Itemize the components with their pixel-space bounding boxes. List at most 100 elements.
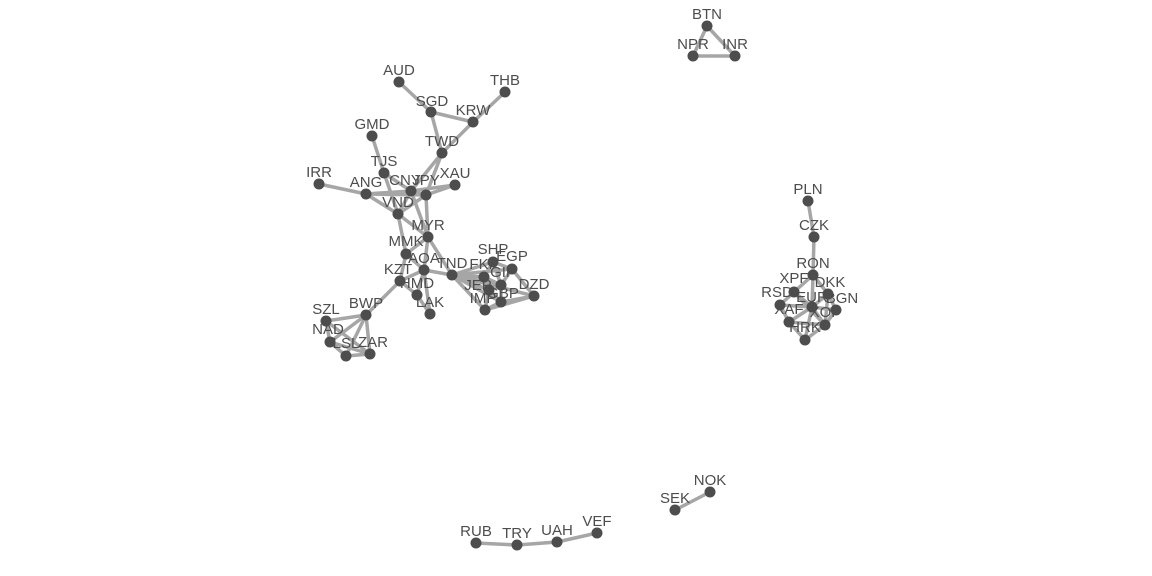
edge-bwp-szl <box>324 313 368 323</box>
node-myr <box>422 231 434 243</box>
node-nok <box>704 486 716 498</box>
node-label-kzt: KZT <box>384 261 412 278</box>
node-thb <box>499 86 511 98</box>
node-label-xof: XOF <box>810 304 841 321</box>
node-label-sgd: SGD <box>416 93 449 110</box>
node-label-twd: TWD <box>425 133 459 150</box>
node-vef <box>591 527 603 539</box>
edge-bwp-zar <box>364 313 372 356</box>
node-label-ron: RON <box>796 255 829 272</box>
node-pln <box>802 195 814 207</box>
node-label-nok: NOK <box>694 472 727 489</box>
node-hmd <box>411 289 423 301</box>
node-gip <box>495 279 507 291</box>
node-krw <box>467 116 479 128</box>
node-ron <box>807 269 819 281</box>
node-label-ang: ANG <box>350 174 383 191</box>
node-label-shp: SHP <box>478 241 509 258</box>
edge-vnd-jpy <box>396 193 428 216</box>
node-irr <box>313 178 325 190</box>
edge-btn-inr <box>705 24 737 58</box>
edge-cny-xau <box>409 183 457 193</box>
node-label-tjs: TJS <box>371 153 398 170</box>
node-label-aoa: AOA <box>408 250 440 267</box>
edge-pln-czk <box>806 199 816 239</box>
edge-imp-dzd <box>483 294 536 312</box>
node-label-gbp: GBP <box>487 285 519 302</box>
node-ang <box>360 188 372 200</box>
node-label-zar: ZAR <box>358 334 388 351</box>
edge-sgd-krw <box>429 110 475 124</box>
edge-krw-twd <box>440 120 475 155</box>
edge-nad-zar <box>328 340 372 356</box>
node-shp <box>487 256 499 268</box>
node-label-rub: RUB <box>460 523 492 540</box>
node-label-xpf: XPF <box>779 270 808 287</box>
node-try <box>511 539 523 551</box>
node-label-aud: AUD <box>383 62 415 79</box>
node-btn <box>701 20 713 32</box>
node-label-tnd: TND <box>437 255 468 272</box>
node-label-gmd: GMD <box>355 116 390 133</box>
node-label-hmd: HMD <box>400 275 434 292</box>
node-fkp <box>478 271 490 283</box>
node-label-czk: CZK <box>799 217 829 234</box>
node-label-szl: SZL <box>312 301 340 318</box>
node-sgd <box>425 106 437 118</box>
node-sek <box>669 504 681 516</box>
edge-vnd-mmk <box>396 212 408 256</box>
edge-btn-npr <box>691 24 709 58</box>
node-label-xaf: XAF <box>774 301 803 318</box>
node-szl <box>320 315 332 327</box>
edge-czk-ron <box>811 235 816 277</box>
edge-sgd-twd <box>429 110 444 155</box>
node-eur <box>806 301 818 313</box>
edge-tnd-dzd <box>450 273 536 298</box>
node-label-egp: EGP <box>496 248 528 265</box>
node-czk <box>808 231 820 243</box>
edge-thb-krw <box>471 90 507 124</box>
node-rsd <box>774 299 786 311</box>
node-layer <box>313 20 842 551</box>
node-hrk <box>799 334 811 346</box>
edge-aoa-lak <box>422 268 432 316</box>
node-aoa <box>418 264 430 276</box>
edge-szl-zar <box>324 319 372 356</box>
node-label-try: TRY <box>502 525 532 542</box>
node-label-bgn: BGN <box>826 290 859 307</box>
node-label-vnd: VND <box>382 194 414 211</box>
node-label-dkk: DKK <box>815 274 846 291</box>
node-bwp <box>360 309 372 321</box>
node-lak <box>424 308 436 320</box>
node-label-imp: IMP <box>470 290 497 307</box>
node-label-eur: EUR <box>796 289 828 306</box>
edge-eur-hrk <box>803 305 814 342</box>
edge-nok-sek <box>673 490 712 512</box>
node-bgn <box>830 304 842 316</box>
node-label-irr: IRR <box>306 164 332 181</box>
edge-cny-myr <box>409 189 430 239</box>
edge-egp-dzd <box>510 267 536 298</box>
node-zar <box>364 348 376 360</box>
node-twd <box>436 147 448 159</box>
node-nad <box>324 336 336 348</box>
node-egp <box>506 263 518 275</box>
node-jep <box>483 284 495 296</box>
node-vnd <box>392 208 404 220</box>
node-label-bwp: BWP <box>349 295 383 312</box>
edge-aud-sgd <box>397 80 433 114</box>
node-gmd <box>366 130 378 142</box>
node-xau <box>449 179 461 191</box>
node-label-hrk: HRK <box>789 319 821 336</box>
edge-gmd-tjs <box>370 134 386 175</box>
edge-myr-aoa <box>422 235 430 272</box>
edge-myr-tnd <box>426 235 454 277</box>
node-label-jpy: JPY <box>412 172 440 189</box>
node-label-fkp: FKP <box>469 256 498 273</box>
node-xof <box>819 319 831 331</box>
node-label-npr: NPR <box>677 36 709 53</box>
node-label-lsl: LSL <box>333 335 360 352</box>
node-label-dzd: DZD <box>519 276 550 293</box>
